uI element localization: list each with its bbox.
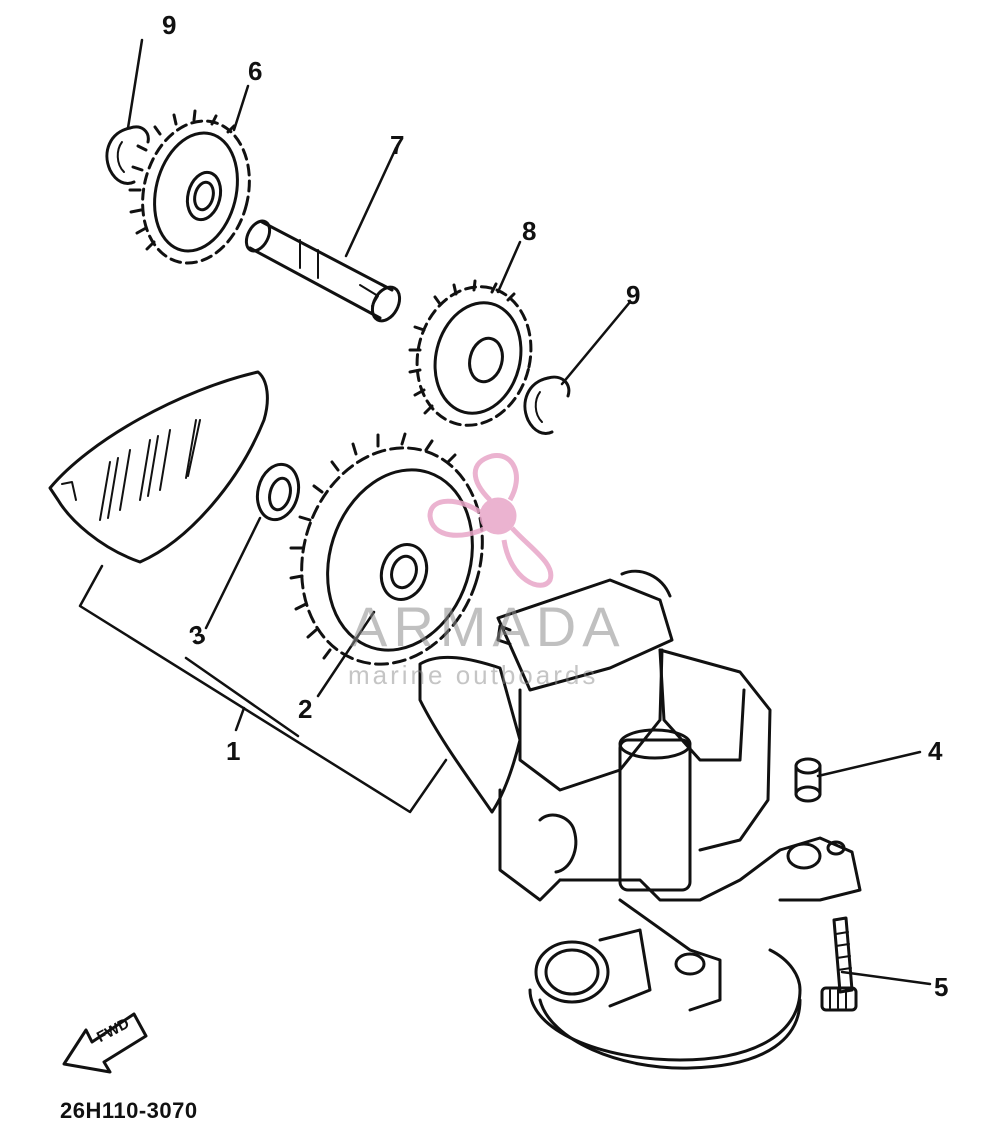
- gear-part-8: [408, 279, 533, 427]
- cover-plate-part: [48, 370, 269, 564]
- callout-2: 2: [298, 694, 313, 724]
- bolt-part-5: [820, 916, 858, 1012]
- callout-6: 6: [248, 56, 263, 86]
- watermark-propeller-icon: [427, 453, 554, 588]
- callout-4: 4: [928, 736, 943, 766]
- callout-5: 5: [934, 972, 949, 1002]
- washer-part-3: [255, 462, 301, 522]
- circlip-right-part: [523, 375, 571, 435]
- circlip-top-part: [105, 125, 150, 185]
- callout-1: 1: [226, 736, 241, 766]
- shaft-part-7: [244, 219, 402, 323]
- forward-arrow-icon: [62, 1012, 148, 1074]
- drawing-code: 26H110-3070: [60, 1098, 198, 1123]
- gear-part-6: [128, 109, 251, 265]
- callout-9-top: 9: [162, 10, 177, 40]
- gear-part-2: [289, 432, 484, 666]
- watermark-subtitle: marine outboards: [348, 660, 599, 690]
- callout-7: 7: [390, 130, 405, 160]
- callout-9-right: 9: [626, 280, 641, 310]
- dowel-part-4: [794, 757, 822, 803]
- oil-pump-body-part: [418, 569, 862, 1070]
- watermark-title: ARMADA: [350, 595, 626, 658]
- callout-8: 8: [522, 216, 537, 246]
- leader-lines: [78, 38, 932, 986]
